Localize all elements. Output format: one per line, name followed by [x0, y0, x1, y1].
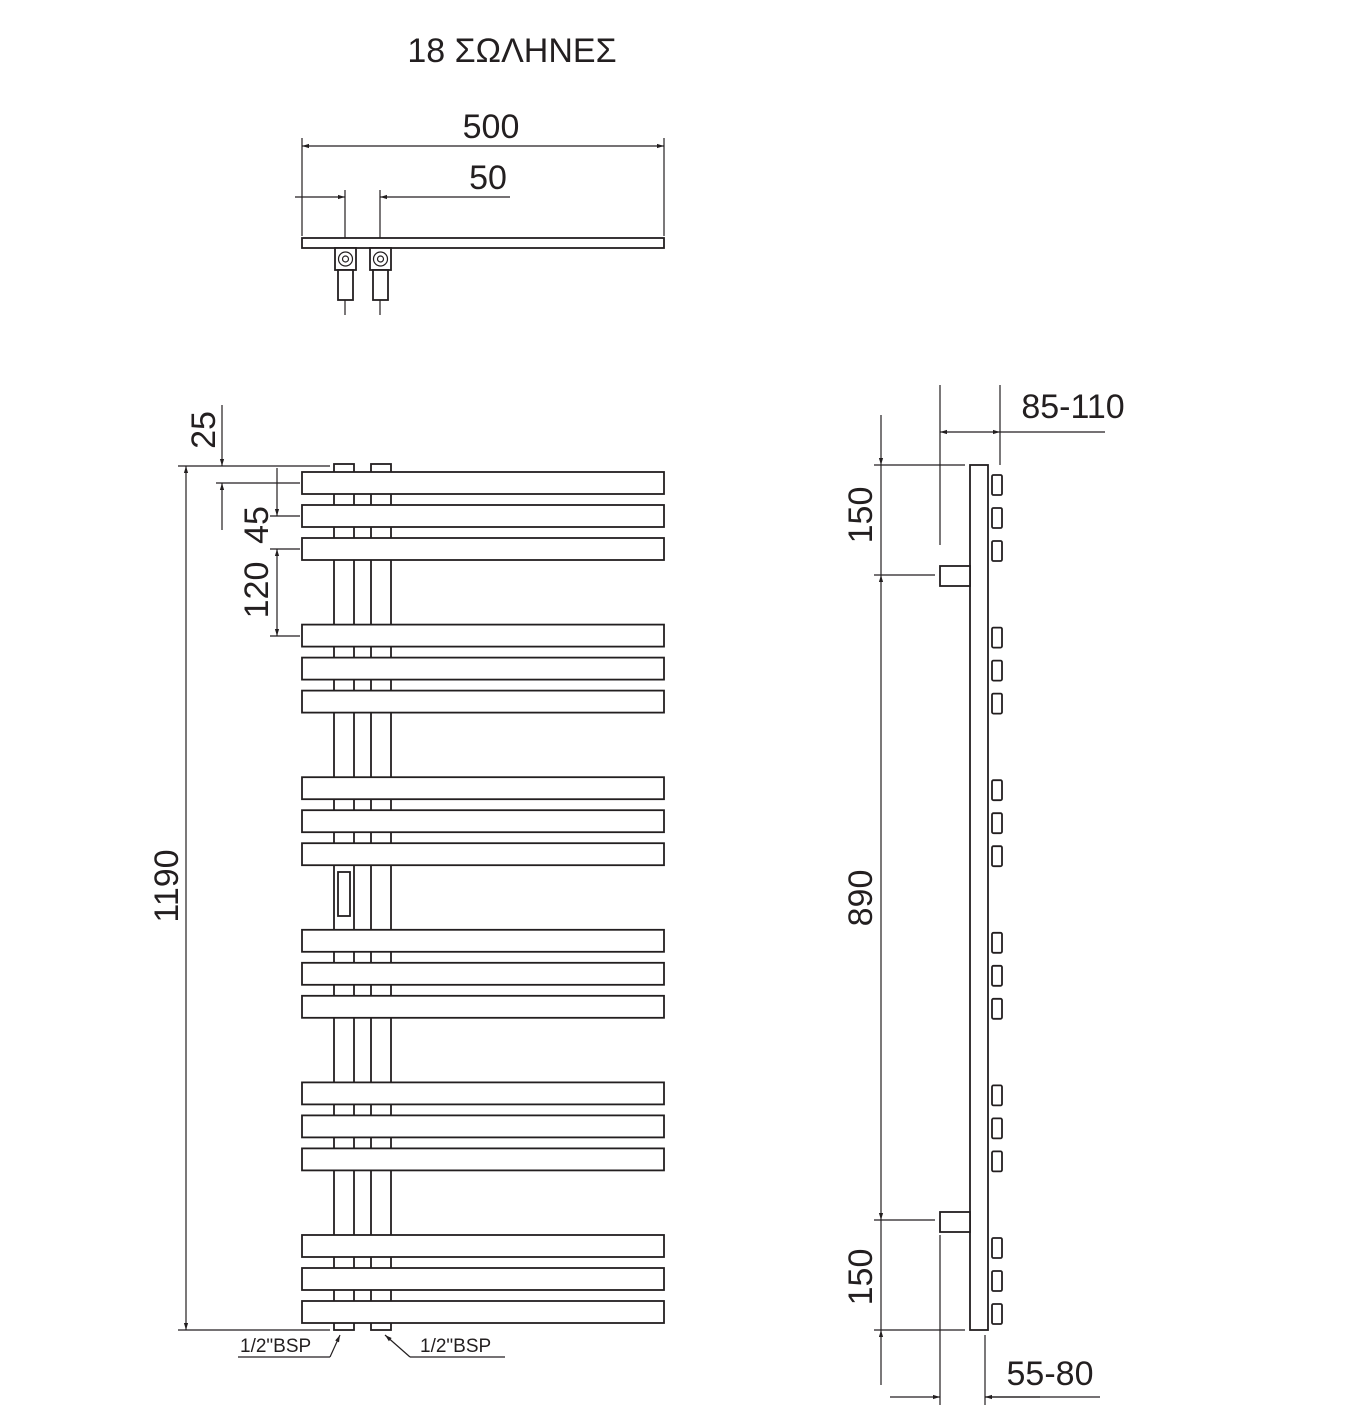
tube: [301, 656, 665, 681]
height-dimension: 1190: [148, 849, 186, 922]
tube: [301, 623, 665, 648]
valve-right: [369, 247, 392, 301]
valve-left: [334, 247, 357, 301]
tube-side: [991, 964, 1003, 987]
tube-side: [991, 931, 1003, 954]
tube-side: [991, 1237, 1003, 1259]
depth-bottom-dimension: 55-80: [1007, 1355, 1094, 1393]
tube-side: [991, 540, 1003, 562]
tube: [301, 1267, 665, 1291]
bracket-top-dimension: 150: [842, 487, 880, 544]
tube-side: [991, 1117, 1003, 1140]
drawing-title: 18 ΣΩΛΗΝΕΣ: [407, 32, 616, 70]
pipe-spacing-dimension: 50: [469, 159, 507, 197]
collector-right: [370, 463, 392, 1331]
tube: [301, 471, 665, 495]
tube-side: [991, 779, 1003, 802]
tube: [301, 842, 665, 867]
tube: [301, 537, 665, 561]
top-tube: [301, 237, 665, 249]
tube: [301, 776, 665, 801]
group-gap-dimension: 120: [238, 562, 276, 619]
tube-side: [991, 474, 1003, 496]
tube: [301, 809, 665, 834]
bracket-bottom-dimension: 150: [842, 1249, 880, 1306]
tube: [301, 1081, 665, 1106]
width-dimension: 500: [463, 108, 520, 146]
bracket-spacing-dimension: 890: [842, 870, 880, 927]
tube-side: [991, 1270, 1003, 1292]
depth-top-dimension: 85-110: [1021, 388, 1124, 426]
connection-left-label: 1/2"BSP: [240, 1336, 311, 1357]
tube: [301, 994, 665, 1019]
tube: [301, 1147, 665, 1172]
tube-side: [991, 1084, 1003, 1107]
side-collector: [969, 464, 989, 1331]
tube: [301, 1114, 665, 1139]
tube-side: [991, 812, 1003, 835]
side-view: 85-110 150 890 150 55-80: [842, 385, 1125, 1405]
tube-side: [991, 845, 1003, 868]
bracket-top: [939, 565, 971, 587]
control-unit: [337, 871, 351, 917]
front-view: 1190 25 45 120 1/2"BSP 1/2"BSP: [148, 405, 665, 1358]
tube: [301, 961, 665, 986]
bracket-bottom: [939, 1211, 971, 1233]
tube-side: [991, 626, 1003, 649]
top-view: 500 50: [295, 108, 665, 315]
tube-side: [991, 659, 1003, 682]
tube-side: [991, 692, 1003, 715]
connection-right-label: 1/2"BSP: [420, 1336, 491, 1357]
tube-side: [991, 997, 1003, 1020]
tube-pitch-dimension: 45: [238, 506, 276, 544]
tube: [301, 928, 665, 953]
tube-side: [991, 1303, 1003, 1325]
tube-side: [991, 507, 1003, 529]
tube-side: [991, 1150, 1003, 1173]
tube: [301, 689, 665, 714]
tube: [301, 504, 665, 528]
tube: [301, 1234, 665, 1258]
top-offset-dimension: 25: [185, 411, 223, 449]
tube: [301, 1300, 665, 1324]
